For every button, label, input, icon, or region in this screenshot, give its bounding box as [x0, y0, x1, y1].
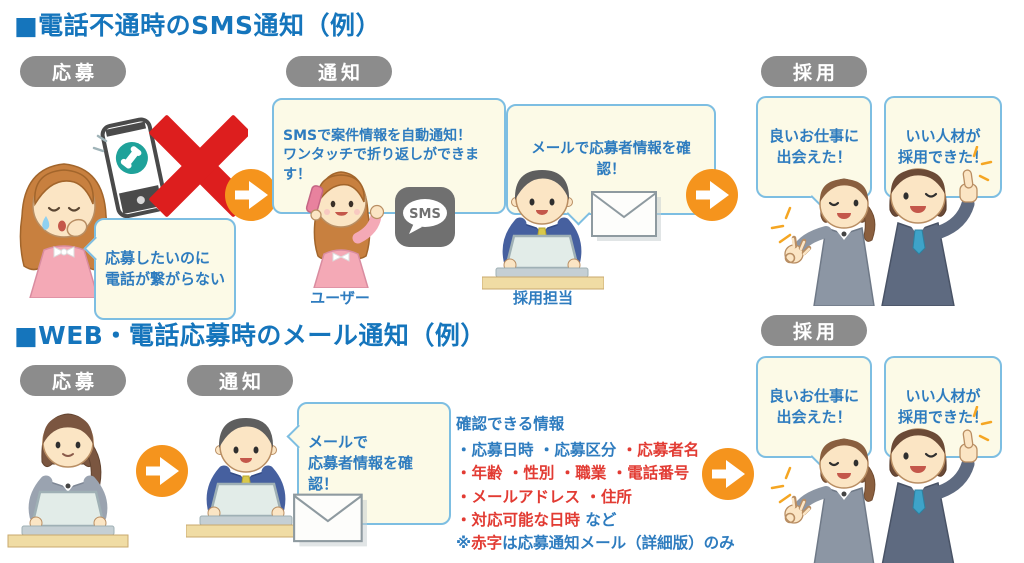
top-step-hire-pill: 採用	[761, 56, 867, 87]
bottom-step-apply-pill: 応募	[20, 365, 126, 396]
hiring-manager-man	[881, 146, 993, 306]
info-line: ・年齢 ・性別 ・職業 ・電話番号	[456, 464, 690, 483]
info-line: ・メールアドレス ・住所	[456, 487, 632, 506]
good-hire-bubble-bottom: いい人材が 採用できた！	[884, 356, 1002, 469]
happy-staff-pair-illustration	[770, 406, 993, 563]
cannot-connect-bubble: 応募したいのに 電話が繋がらない	[83, 218, 236, 320]
top-step-notify-pill: 通知	[286, 56, 392, 87]
bottom-step-hire-pill: 採用	[761, 315, 867, 346]
handset-phone-icon	[305, 185, 324, 214]
sparkle-icon	[972, 146, 993, 182]
svg-text:SMS: SMS	[409, 207, 441, 222]
info-line: ・対応可能な日時 など	[456, 510, 617, 529]
tear-icon	[42, 216, 50, 230]
info-line: ※赤字は応募通知メール（詳細版）のみ	[456, 534, 735, 552]
staffing-woman	[770, 178, 876, 306]
laptop-icon	[504, 234, 580, 270]
top-section-title: ■電話不通時のSMS通知（例）	[14, 11, 382, 40]
sparkle-icon	[972, 406, 993, 442]
confirmable-info-block: 確認できる情報 ・応募日時 ・応募区分 ・応募者名・年齢 ・性別 ・職業 ・電話…	[456, 412, 735, 555]
flow-arrow-icon	[702, 448, 754, 500]
desk	[7, 534, 129, 548]
bottom-step-notify-pill: 通知	[187, 365, 293, 396]
flow-arrow-icon	[686, 169, 738, 221]
happy-staff-pair-illustration	[770, 146, 993, 306]
good-job-bubble-top: 良いお仕事に 出会えた！	[756, 96, 872, 209]
recruiter-at-laptop-illustration	[482, 170, 604, 290]
desk	[186, 524, 308, 538]
flow-arrow-icon	[136, 445, 188, 497]
vibration-lines-icon	[92, 134, 177, 215]
recruiter-at-laptop-illustration	[186, 418, 308, 538]
good-hire-bubble-top: いい人材が 採用できた！	[884, 96, 1002, 209]
info-lines: ・応募日時 ・応募区分 ・応募者名・年齢 ・性別 ・職業 ・電話番号・メールアド…	[456, 439, 735, 555]
top-step-apply-pill: 応募	[20, 56, 126, 87]
staffing-woman	[770, 438, 876, 563]
laptop-icon	[30, 490, 106, 528]
unreachable-phone-icon	[92, 115, 248, 219]
envelope-icon	[293, 493, 367, 547]
web-applicant-at-laptop-illustration	[7, 413, 129, 548]
info-heading: 確認できる情報	[456, 415, 565, 433]
flow-arrow-icon	[225, 169, 277, 221]
bottom-section-title: ■WEB・電話応募時のメール通知（例）	[14, 321, 486, 350]
sparkle-icon	[770, 206, 792, 244]
envelope-icon	[591, 191, 661, 241]
user-label: ユーザー	[310, 289, 370, 307]
info-line: ・応募日時 ・応募区分 ・応募者名	[456, 441, 700, 459]
sms-badge-icon: SMS	[395, 187, 455, 247]
hiring-manager-man	[881, 406, 993, 563]
desk	[482, 276, 604, 290]
user-on-phone-illustration	[305, 171, 384, 288]
recruiter-label: 採用担当	[512, 289, 573, 307]
sparkle-icon	[770, 466, 792, 504]
phone-icon	[100, 117, 168, 219]
laptop-icon	[208, 482, 284, 518]
sms-notify-bubble: SMSで案件情報を自動通知！ ワンタッチで折り返しができます！	[272, 98, 506, 225]
crying-applicant-illustration	[19, 163, 109, 298]
